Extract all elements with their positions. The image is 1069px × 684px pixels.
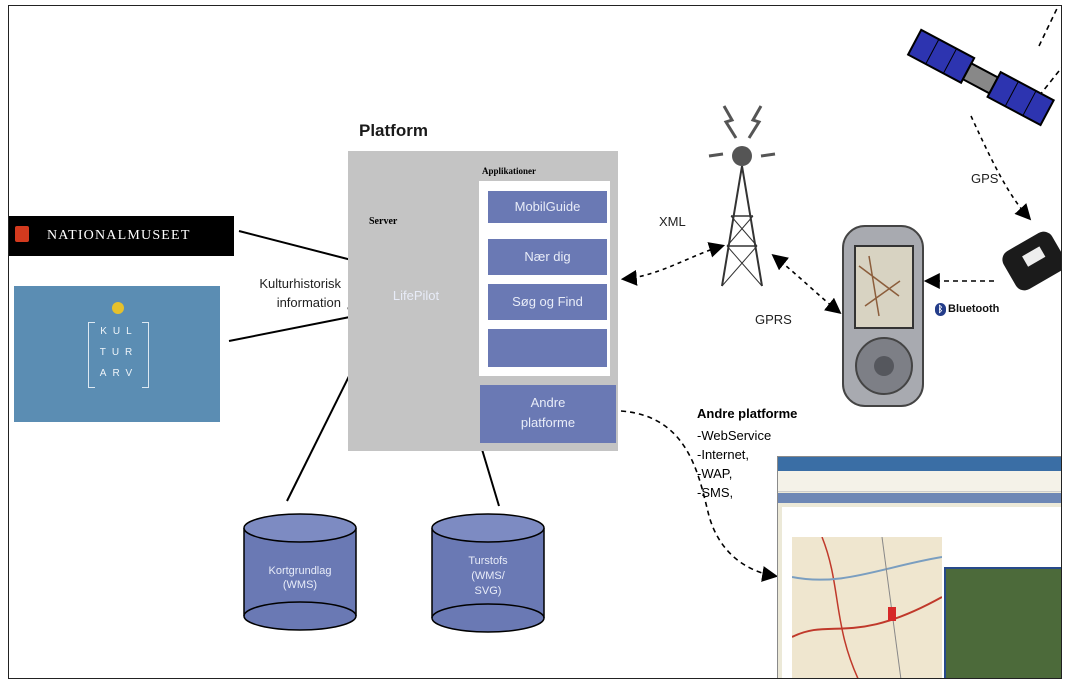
satellite-icon	[906, 28, 1056, 127]
arrow-other-platforms	[620, 410, 779, 582]
bracket-right	[142, 322, 149, 388]
cultural-info-line-2: information	[276, 295, 341, 310]
road-photo-thumbnail	[944, 567, 1061, 678]
gps-label: GPS	[971, 171, 999, 186]
bluetooth-icon: ᛒ	[935, 303, 946, 316]
kulturarv-logo: KUL TUR ARV	[14, 286, 220, 422]
turstofs-line-2: (WMS/	[471, 570, 505, 582]
kulturarv-word-1: KUL	[100, 326, 138, 337]
app-sog-og-find: Søg og Find	[488, 284, 607, 320]
gps-receiver-icon	[1002, 231, 1061, 291]
other-platform-item: -WebService	[697, 428, 772, 443]
other-platforms-box: Andre platforme	[480, 385, 616, 443]
map-thumbnail	[792, 537, 942, 678]
nationalmuseet-logo: NATIONALMUSEET	[9, 216, 234, 256]
xml-label: XML	[659, 214, 686, 229]
turstofs-database-icon	[431, 513, 545, 633]
other-platforms-list: -WebService -Internet, -WAP, -SMS,	[697, 426, 771, 502]
arrow-xml-link	[620, 242, 726, 286]
browser-navbar	[778, 493, 1061, 503]
diagram-frame: NATIONALMUSEET KUL TUR ARV Kulturhistori…	[8, 5, 1062, 679]
other-platforms-line-1: Andre	[530, 395, 566, 410]
gprs-label: GPRS	[755, 312, 792, 327]
turstofs-line-1: Turstofs	[468, 555, 508, 567]
lifepilot-label: LifePilot	[392, 288, 440, 303]
kortgrundlag-line-1: Kortgrundlag	[268, 565, 332, 577]
kortgrundlag-label: Kortgrundlag (WMS)	[244, 564, 356, 592]
mobile-phone-icon	[842, 225, 924, 407]
bracket-left	[88, 322, 95, 388]
browser-titlebar	[778, 457, 1061, 471]
arrow-gprs-link	[771, 254, 842, 314]
other-platforms-line-2: platforme	[520, 415, 576, 430]
turstofs-label: Turstofs (WMS/ SVG)	[432, 554, 544, 599]
app-naer-dig: Nær dig	[488, 239, 607, 275]
cultural-info-label: Kulturhistorisk information	[221, 274, 341, 312]
kortgrundlag-database-icon	[243, 513, 357, 631]
applications-title: Applikationer	[482, 166, 537, 176]
kulturarv-word-3: ARV	[99, 368, 139, 379]
cultural-info-line-1: Kulturhistorisk	[259, 276, 341, 291]
arrow-kulturarv-server	[228, 307, 369, 342]
kulturarv-word-2: TUR	[99, 347, 139, 358]
turstofs-line-3: SVG)	[474, 585, 502, 597]
app-empty-slot	[488, 329, 607, 367]
arrow-nationalmuseet-server	[238, 230, 371, 270]
browser-toolbar	[778, 471, 1061, 492]
server-label: Server	[369, 216, 398, 227]
web-screenshot-thumbnail	[777, 456, 1061, 678]
app-mobilguide: MobilGuide	[488, 191, 607, 223]
radio-tower-icon	[708, 105, 776, 287]
nationalmuseet-name: NATIONALMUSEET	[47, 228, 191, 243]
arrow-gps-link	[970, 115, 1032, 221]
gps-signal-lines	[1038, 6, 1061, 97]
kortgrundlag-line-2: (WMS)	[282, 579, 318, 591]
other-platform-item: -SMS,	[697, 485, 734, 500]
other-platform-item: -WAP,	[697, 466, 733, 481]
platform-title: Platform	[359, 121, 428, 140]
other-platform-item: -Internet,	[697, 447, 750, 462]
sun-icon	[112, 302, 124, 314]
other-platforms-title: Andre platforme	[697, 406, 798, 421]
bluetooth-text: Bluetooth	[948, 303, 1000, 315]
crown-icon	[15, 226, 29, 242]
